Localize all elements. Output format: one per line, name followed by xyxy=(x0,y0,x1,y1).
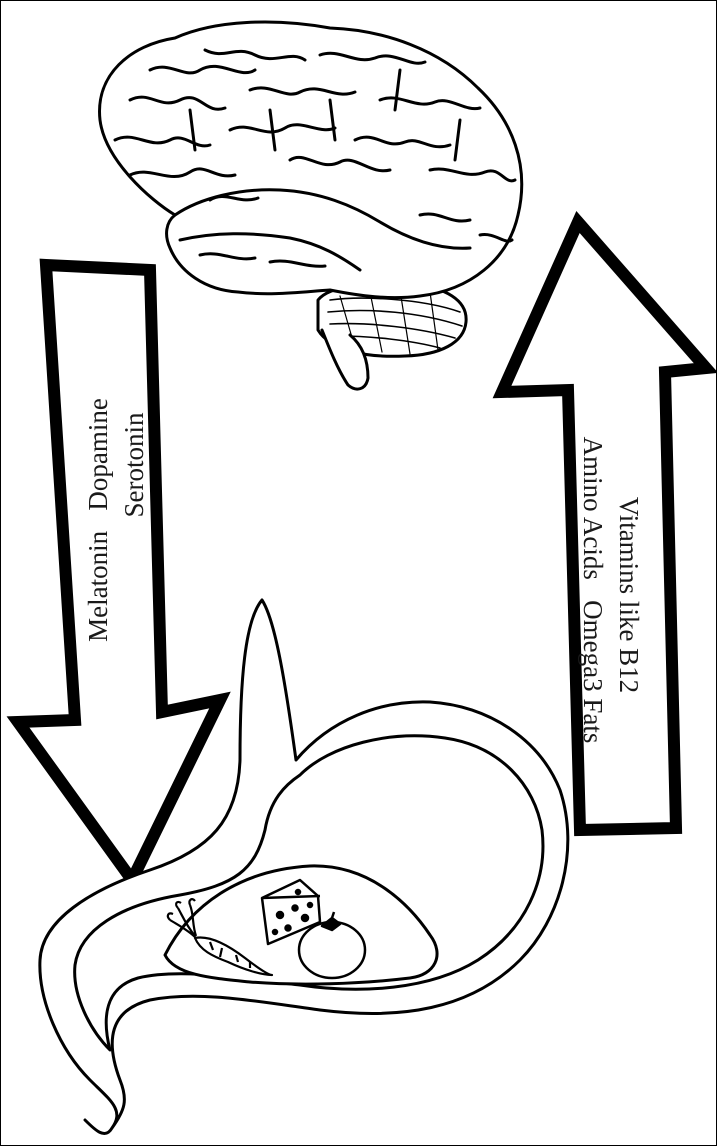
brain-icon xyxy=(100,22,522,389)
down-arrow: Melatonin Dopamine Serotonin xyxy=(18,265,220,880)
up-arrow-line2: Amino Acids Omega3 Fats xyxy=(578,437,608,744)
down-arrow-line1: Melatonin Dopamine xyxy=(83,398,113,642)
up-arrow: Vitamins like B12 Amino Acids Omega3 Fat… xyxy=(502,222,706,830)
down-arrow-line2: Serotonin xyxy=(119,412,149,517)
up-arrow-line1: Vitamins like B12 xyxy=(614,497,644,693)
